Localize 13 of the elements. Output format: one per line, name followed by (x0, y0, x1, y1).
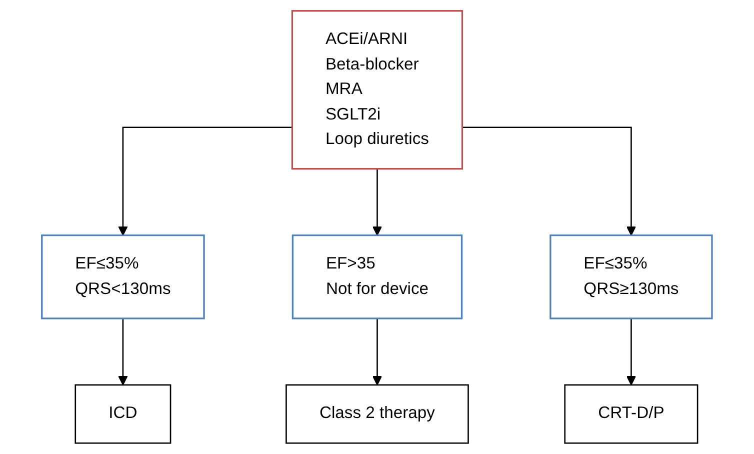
arrow (118, 126, 292, 236)
node-box: Class 2 therapy (286, 384, 469, 444)
arrow (626, 318, 636, 386)
node-box: CRT-D/P (564, 384, 698, 444)
arrow (372, 168, 382, 236)
node-box: EF>35 Not for device (292, 234, 463, 320)
node-box: EF≤35% QRS≥130ms (550, 234, 713, 320)
node-box: EF≤35% QRS<130ms (41, 234, 205, 320)
arrow (372, 318, 382, 386)
arrow (462, 126, 636, 236)
node-box: ACEi/ARNI Beta-blocker MRA SGLT2i Loop diuretics (291, 10, 464, 170)
arrow (118, 318, 128, 386)
node-box: ICD (74, 384, 172, 444)
